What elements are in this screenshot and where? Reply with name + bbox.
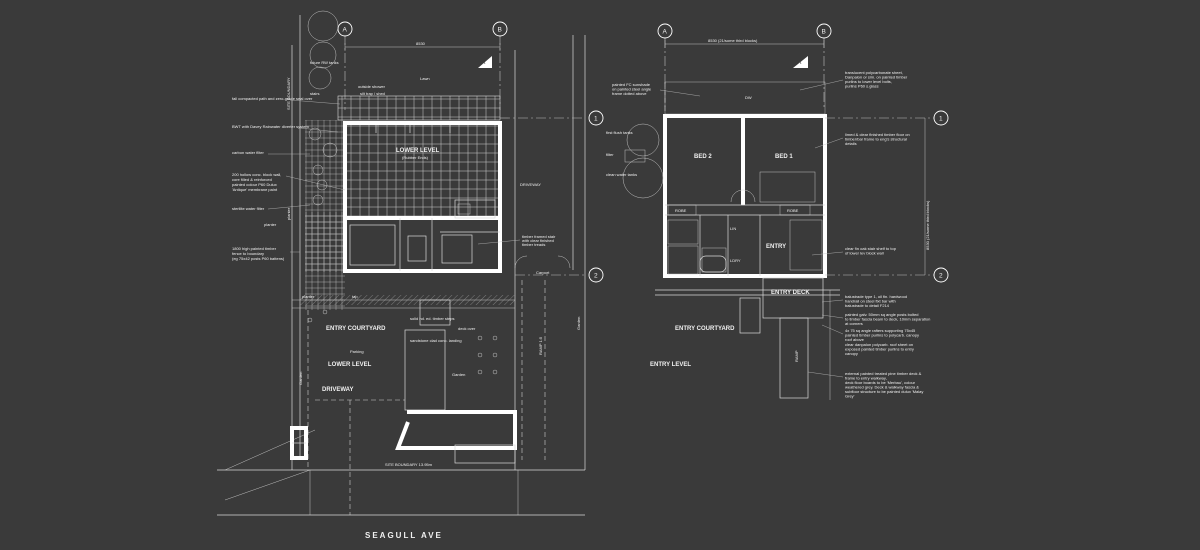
- silt-trap-label: silt trap / shed: [360, 91, 385, 96]
- right-grid-2-label: 2: [939, 273, 943, 280]
- planter-bottom-label: planter: [302, 294, 315, 299]
- entry-deck-label: ENTRY DECK: [771, 290, 810, 296]
- right-top-dimension: 8530 (21/some third blocks): [708, 38, 758, 43]
- site-lower-level-plan: A B 8530 A future RW tanks Lawn outside …: [217, 10, 604, 540]
- entry-level-plan: A B 8530 (21/some third blocks) A ROBE R…: [606, 23, 949, 400]
- first-flush-label: first flush tanks: [606, 130, 633, 135]
- robe-right-label: ROBE: [787, 208, 799, 213]
- lin-label: LIN: [730, 226, 736, 231]
- laundry-label: LDRY: [730, 258, 741, 263]
- carport-label: Carport: [536, 270, 550, 275]
- deck-over-label: deck over: [458, 326, 476, 331]
- site-boundary-vertical-label: SITE BOUNDARY: [286, 77, 291, 110]
- clean-tanks-label: clean water tanks: [606, 172, 637, 177]
- garden-right-label: Garden: [576, 317, 581, 330]
- outside-shower-label: outside shower: [358, 84, 386, 89]
- tap-label: tap: [352, 294, 358, 299]
- garden-mid-label: Garden: [452, 372, 465, 377]
- right-grid-a-label: A: [663, 29, 668, 36]
- bed1-label: BED 1: [775, 154, 793, 160]
- garden-left-label: Garden: [298, 372, 303, 385]
- right-grid-b-label: B: [822, 29, 826, 36]
- ramp-label: RAMP 1:5: [538, 336, 543, 355]
- right-note-floor: limed & clear finished timber floor on t…: [845, 132, 911, 146]
- right-note-deck: external painted treated pine timber dec…: [845, 371, 925, 399]
- entry-level-label: ENTRY LEVEL: [650, 362, 691, 368]
- right-note-polycarb: translucent polycarbonate sheet, Danpalo…: [845, 70, 908, 89]
- planter-vertical-label: planter: [286, 207, 291, 220]
- right-vertical-dimension: 8530 (21/some third blocks): [925, 200, 930, 250]
- lower-level-room-label: LOWER LEVEL: [396, 148, 440, 154]
- parking-label: Parking: [350, 349, 364, 354]
- note-4: 200 hollow conc. block wall, core filled…: [232, 172, 282, 192]
- grid-b-label: B: [498, 27, 502, 34]
- bed2-label: BED 2: [694, 154, 712, 160]
- entry-label: ENTRY: [766, 244, 786, 250]
- street-name: SEAGULL AVE: [365, 531, 443, 540]
- right-note-danpalon: clear danpalon polycarb. roof sheet on e…: [845, 342, 915, 356]
- driveway-right-label: DRIVEWAY: [520, 182, 541, 187]
- right-note-shelf: clear fin oak stair shelf to top of lowe…: [845, 246, 897, 256]
- ramp-right-label: RAMP: [794, 350, 799, 362]
- lower-level-yard-label: LOWER LEVEL: [328, 362, 372, 368]
- right-note-sunshade: painted FC sunshade on painted steel ang…: [612, 82, 652, 96]
- grid-1-label: 1: [594, 116, 598, 123]
- robe-left-label: ROBE: [675, 208, 687, 213]
- landing-note: sandstone clad conc. landing: [410, 338, 462, 343]
- entry-courtyard-right-label: ENTRY COURTYARD: [675, 326, 735, 332]
- note-1: fall compacted path and zero-grade seal …: [232, 96, 313, 101]
- stair-note: timber framed stair with clear finished …: [522, 234, 556, 247]
- right-note-posts: painted galv. 50mm sq angle posts bolted…: [845, 312, 932, 326]
- lawn-label: Lawn: [420, 76, 430, 81]
- note-3: carbon water filter: [232, 150, 264, 155]
- note-6: 1800 high painted timber fence to bounda…: [232, 246, 285, 261]
- right-section-marker: A: [797, 59, 802, 66]
- dw-label: DW: [745, 95, 752, 100]
- lower-level-sub-label: (Rubber Ends): [402, 155, 429, 160]
- note-5: sterilite water filter: [232, 206, 265, 211]
- grid-2-label: 2: [594, 273, 598, 280]
- right-notes: painted FC sunshade on painted steel ang…: [612, 70, 932, 399]
- future-tanks-label: future RW tanks: [310, 60, 339, 65]
- top-dimension: 8530: [416, 41, 426, 46]
- filter-label: filter: [606, 152, 614, 157]
- driveway-bottom-label: DRIVEWAY: [322, 387, 353, 393]
- planter-label: planter: [264, 222, 277, 227]
- right-note-balustrade: balustrade type 1, oil fin. hardwood han…: [845, 294, 908, 308]
- section-marker: A: [481, 59, 486, 66]
- steps-note: solid hd. ed. timber steps: [410, 316, 454, 321]
- grid-a-label: A: [343, 27, 348, 34]
- left-notes: fall compacted path and zero-grade seal …: [232, 96, 346, 261]
- site-boundary-label: SITE BOUNDARY 13.95m: [385, 462, 433, 467]
- entry-courtyard-label: ENTRY COURTYARD: [326, 326, 386, 332]
- right-grid-1-label: 1: [939, 116, 943, 123]
- stairs-label: stairs: [310, 91, 320, 96]
- right-note-rafters: 4x 75 sq angle rafters supporting 75x45 …: [845, 328, 920, 342]
- note-2: BWT with Davey Rainwater diverter system: [232, 124, 310, 129]
